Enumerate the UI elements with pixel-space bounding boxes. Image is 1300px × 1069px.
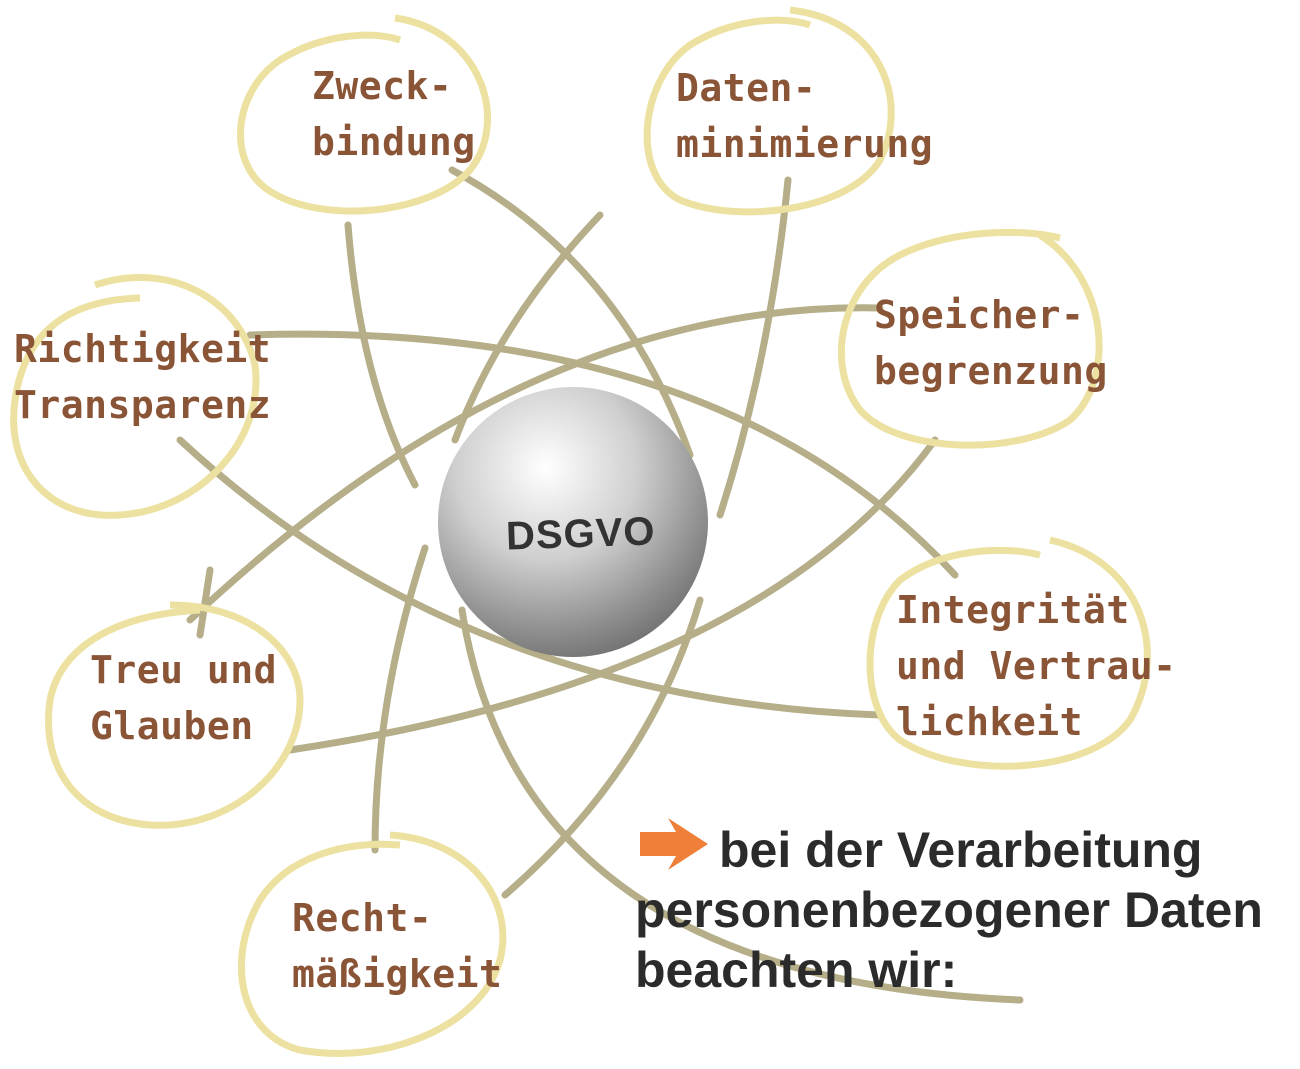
connector-arcs (176, 166, 1024, 1004)
label-richtigkeit: Richtigkeit Transparenz (14, 321, 271, 433)
arc-bottom-sweep (458, 606, 1024, 1004)
footer-line-3: beachten wir: (635, 942, 958, 998)
label-line: Speicher- (874, 293, 1085, 337)
label-speicherbegrenzung: Speicher- begrenzung (874, 287, 1108, 399)
center-sphere (438, 387, 708, 657)
label-integritaet: Integrität und Vertrau- lichkeit (896, 582, 1177, 750)
footer-line-2: personenbezogener Daten (635, 882, 1263, 938)
label-line: lichkeit (896, 700, 1084, 744)
footer-line-1: bei der Verarbeitung (719, 822, 1203, 878)
label-zweckbindung: Zweck- bindung (312, 58, 476, 170)
arc-zweckbindung (448, 166, 694, 459)
label-line: mäßigkeit (292, 952, 503, 996)
circle-rechtmaessigkeit (237, 831, 507, 1057)
label-line: bindung (312, 120, 476, 164)
arc-top-cross (451, 211, 604, 444)
label-line: Daten- (676, 66, 817, 110)
arc-recht-left (371, 544, 429, 854)
label-datenminimierung: Daten- minimierung (676, 60, 933, 172)
arc-treu-down (196, 566, 214, 639)
circle-richtigkeit (10, 274, 260, 519)
arc-richtigkeit-to-integritaet (246, 330, 959, 579)
label-line: Richtigkeit (14, 327, 272, 371)
label-line: Glauben (90, 704, 254, 748)
principle-circles (10, 6, 1151, 1057)
circle-speicherbegrenzung (837, 228, 1103, 449)
arc-speicher-to-treu (186, 304, 884, 624)
footer-statement: bei der Verarbeitung personenbezogener D… (635, 820, 1263, 1000)
center-label: DSGVO (505, 509, 657, 559)
label-treu: Treu und Glauben (90, 642, 277, 754)
circle-treu (45, 601, 304, 829)
label-line: minimierung (676, 122, 934, 166)
arc-recht-right (501, 596, 704, 899)
label-line: Recht- (292, 896, 433, 940)
label-line: Transparenz (14, 383, 272, 427)
arrow-right-icon (640, 818, 708, 870)
label-line: Integrität (896, 588, 1130, 632)
circle-zweckbindung (237, 14, 491, 215)
label-line: und Vertrau- (896, 644, 1177, 688)
label-rechtmaessigkeit: Recht- mäßigkeit (292, 890, 502, 1002)
label-line: begrenzung (874, 349, 1108, 393)
circle-integritaet (866, 536, 1151, 770)
label-line: Treu und (90, 648, 278, 692)
label-line: Zweck- (312, 64, 453, 108)
arc-zweckbindung-left (344, 221, 419, 489)
arc-transparenz-to-integritaet (176, 436, 884, 719)
arc-datenminimierung (716, 176, 792, 519)
circle-datenminimierung (643, 6, 895, 216)
